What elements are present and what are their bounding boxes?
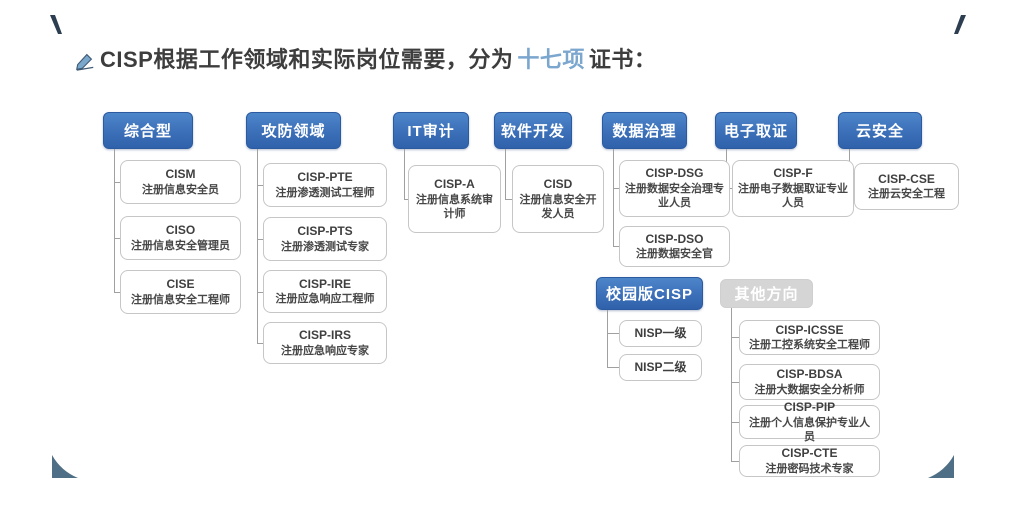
cert-box-cisp-f: CISP-F 注册电子数据取证专业人员 [732,160,854,217]
connector-line [257,185,263,186]
cert-box-cisp-irs: CISP-IRS 注册应急响应专家 [263,322,387,364]
group-header-data-governance: 数据治理 [602,112,687,149]
cert-name: 注册信息安全工程师 [131,293,230,306]
connector-line [731,422,739,423]
group-header-other-directions: 其他方向 [720,279,813,308]
cert-code: CISP-CSE [878,171,935,186]
cert-name: 注册大数据安全分析师 [754,383,865,396]
cert-box-cisp-cse: CISP-CSE 注册云安全工程 [854,163,959,210]
connector-line [114,238,120,239]
cert-code: CISP-DSO [645,231,704,246]
cert-code: CISD [543,176,573,191]
cert-code: CISP-IRE [298,276,351,291]
cert-code: CISO [165,223,196,238]
connector-line [731,308,732,461]
cert-name: 注册信息安全开发人员 [519,193,597,220]
cert-code: CISE [166,277,195,292]
connector-line [731,337,739,338]
group-header-it-audit: IT审计 [393,112,469,149]
cert-box-nisp-2: NISP二级 [619,354,702,381]
cert-code: NISP二级 [634,359,687,374]
title-suffix: 证书： [588,47,657,72]
cert-code: CISP-A [434,176,475,191]
corner-mark-top-left [50,15,62,34]
cert-name: 注册电子数据取证专业人员 [738,183,848,210]
cert-code: CISP-BDSA [776,367,843,382]
cert-code: CISP-IRS [298,328,351,343]
pen-icon [76,53,94,71]
cert-name: 注册应急响应工程师 [275,293,375,306]
cert-box-cisp-a: CISP-A 注册信息系统审计师 [408,165,501,233]
cert-box-cisp-pts: CISP-PTS 注册渗透测试专家 [263,217,387,261]
cert-code: CISP-F [773,166,813,181]
cert-code: NISP一级 [634,325,687,340]
connector-line [114,292,120,293]
corner-mark-bottom-right [928,455,954,478]
group-header-software-dev: 软件开发 [494,112,572,149]
cert-name: 注册信息系统审计师 [416,193,493,220]
cert-box-cisd: CISD 注册信息安全开发人员 [512,165,604,233]
cert-name: 注册数据安全官 [636,248,713,261]
cert-box-cisp-bdsa: CISP-BDSA 注册大数据安全分析师 [739,364,880,400]
connector-line [257,239,263,240]
cert-name: 注册数据安全治理专业人员 [625,183,724,210]
connector-line [607,310,608,367]
cert-name: 注册工控系统安全工程师 [749,339,870,352]
corner-mark-bottom-left [52,455,78,478]
cert-name: 注册信息安全员 [142,183,219,196]
cert-box-nisp-1: NISP一级 [619,320,702,347]
group-header-forensics: 电子取证 [715,112,797,149]
connector-line [731,461,739,462]
connector-line [607,333,619,334]
cert-box-cisp-dso: CISP-DSO 注册数据安全官 [619,226,730,267]
cert-name: 注册云安全工程 [868,188,945,201]
cert-name: 注册密码技术专家 [765,462,854,475]
corner-mark-top-right [954,15,966,34]
cert-box-cisp-pte: CISP-PTE 注册渗透测试工程师 [263,163,387,207]
cert-name: 注册信息安全管理员 [131,239,230,252]
cert-box-cism: CISM 注册信息安全员 [120,160,241,204]
connector-line [404,199,408,200]
cert-code: CISP-PTS [297,224,353,239]
connector-line [257,292,263,293]
connector-line [505,199,512,200]
cert-box-cise: CISE 注册信息安全工程师 [120,270,241,314]
connector-line [114,182,120,183]
cert-code: CISP-ICSSE [775,322,844,337]
cert-name: 注册渗透测试专家 [281,240,369,253]
connector-line [505,149,506,199]
cert-code: CISM [165,167,196,182]
title-prefix: CISP根据工作领域和实际岗位需要，分为 [100,47,514,72]
group-header-comprehensive: 综合型 [103,112,193,149]
connector-line [607,367,619,368]
cert-box-cisp-pip: CISP-PIP 注册个人信息保护专业人员 [739,400,880,443]
cert-box-cisp-dsg: CISP-DSG 注册数据安全治理专业人员 [619,160,730,217]
cert-box-cisp-ire: CISP-IRE 注册应急响应工程师 [263,270,387,313]
cert-code: CISP-CTE [781,446,838,461]
connector-line [257,343,263,344]
connector-line [731,382,739,383]
connector-line [114,149,115,292]
connector-line [613,246,619,247]
title-highlight: 十七项 [517,47,585,72]
page-title: CISP根据工作领域和实际岗位需要，分为十七项证书： [74,42,656,74]
connector-line [613,188,619,189]
cert-code: CISP-PTE [297,170,353,185]
cert-box-cisp-cte: CISP-CTE 注册密码技术专家 [739,445,880,477]
connector-line [404,149,405,199]
group-header-cloud-security: 云安全 [838,112,922,149]
group-header-attack-defense: 攻防领域 [246,112,341,149]
group-header-campus-cisp: 校园版CISP [596,277,703,310]
connector-line [257,149,258,343]
cert-box-cisp-icsse: CISP-ICSSE 注册工控系统安全工程师 [739,320,880,355]
connector-line [613,149,614,246]
cert-name: 注册个人信息保护专业人员 [749,416,870,443]
cert-code: CISP-DSG [645,166,704,181]
cert-name: 注册应急响应专家 [281,344,369,357]
cert-code: CISP-PIP [783,399,836,414]
cert-name: 注册渗透测试工程师 [275,186,375,199]
cert-box-ciso: CISO 注册信息安全管理员 [120,216,241,260]
